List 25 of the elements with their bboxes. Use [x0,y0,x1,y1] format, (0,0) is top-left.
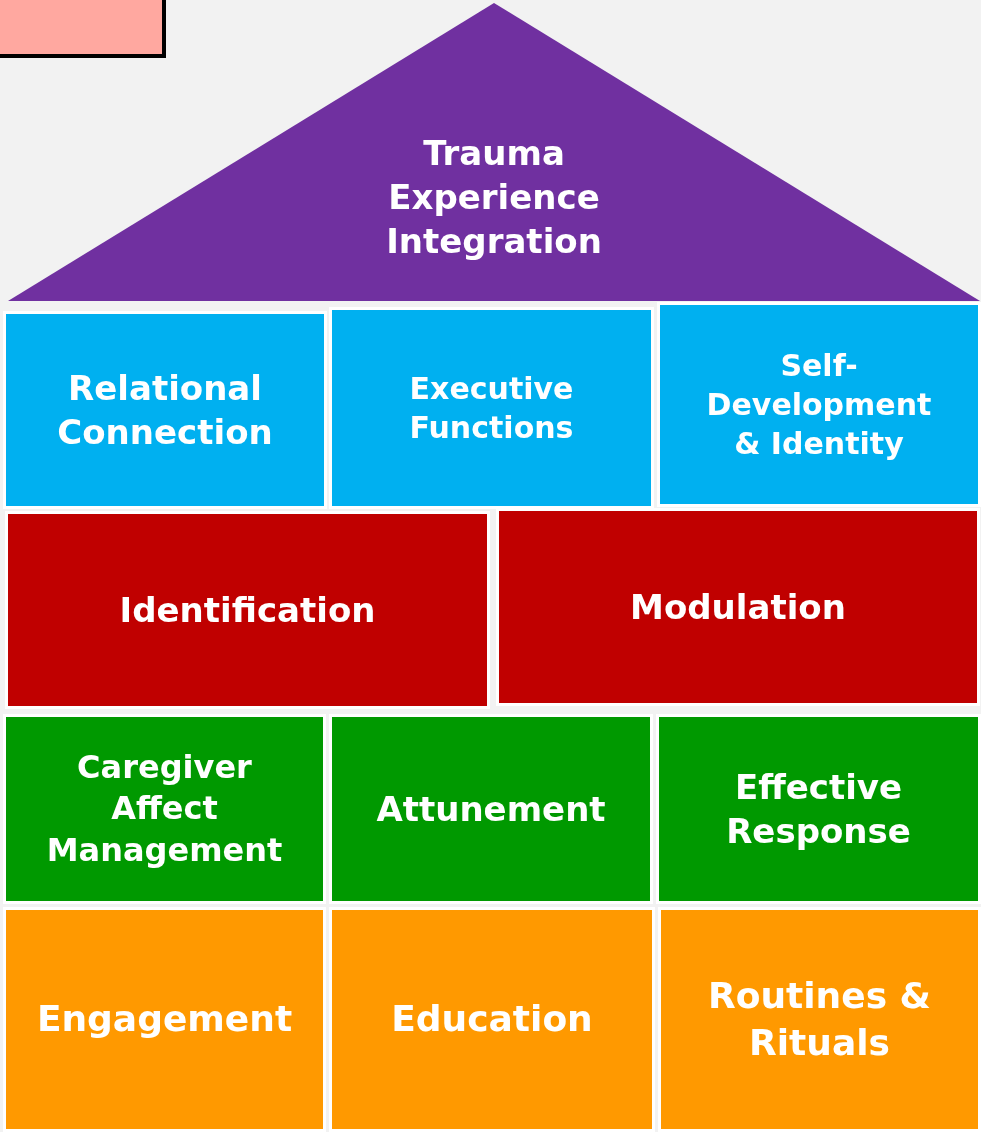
block-label: Routines & Rituals [707,973,932,1065]
house-block [3,714,326,904]
block-label: Executive Functions [408,370,575,447]
block-label: Engagement [36,997,293,1042]
house-block [329,907,655,1132]
house-block [496,508,980,706]
block-label: Attunement [376,787,606,831]
block-label: Modulation [630,585,846,629]
block-label: Relational Connection [56,366,274,454]
block-label: Effective Response [725,765,912,853]
block-label: Trauma Experience Integration [385,131,603,264]
house-block [3,311,327,509]
house-block [5,511,490,709]
house-block [3,907,326,1132]
block-label: Self-Development & Identity [705,347,933,463]
house-block [329,714,653,904]
empty-box [0,0,166,58]
roof-triangle [8,3,980,301]
block-label: Education [391,997,593,1042]
block-label: Caregiver Affect Management [45,746,284,871]
house-block [657,302,981,507]
block-label: Identification [119,588,376,632]
house-block [329,307,654,509]
house-block [656,714,981,904]
house-block [658,907,981,1132]
